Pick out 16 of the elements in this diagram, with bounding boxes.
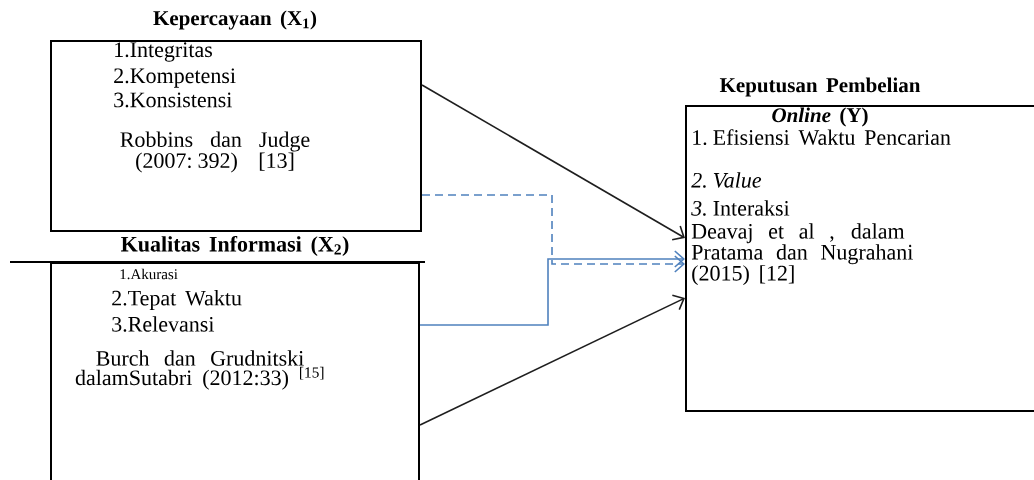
arrow bbox=[419, 250, 685, 326]
box-heading: Keputusan Pembelian bbox=[719, 77, 921, 97]
arrow bbox=[421, 194, 685, 273]
box-heading: Kepercayaan (X$_{1}$) bbox=[153, 10, 317, 30]
box-heading: Online (Y) bbox=[772, 107, 868, 127]
indicator-text: 3.Konsistensi bbox=[114, 92, 232, 108]
indicator-text: 1.Integritas bbox=[115, 42, 212, 62]
box-heading: Kualitas Informasi (X$_{2}$) bbox=[121, 235, 349, 257]
indicator-text: 2. Value bbox=[691, 172, 762, 188]
citation-text: Deavaj et al , dalam Pratama dan Nugrahani (2015) [12] bbox=[691, 223, 913, 286]
indicator-text: 1. Efisiensi Waktu Pencarian bbox=[693, 129, 951, 145]
indicator-text: 2.Kompetensi bbox=[114, 68, 236, 88]
arrow bbox=[421, 84, 685, 241]
arrow bbox=[419, 294, 685, 426]
citation-text: Robbins dan Judge (2007: 392) [13] bbox=[120, 131, 310, 173]
indicator-text: 3. Interaksi bbox=[691, 200, 790, 216]
